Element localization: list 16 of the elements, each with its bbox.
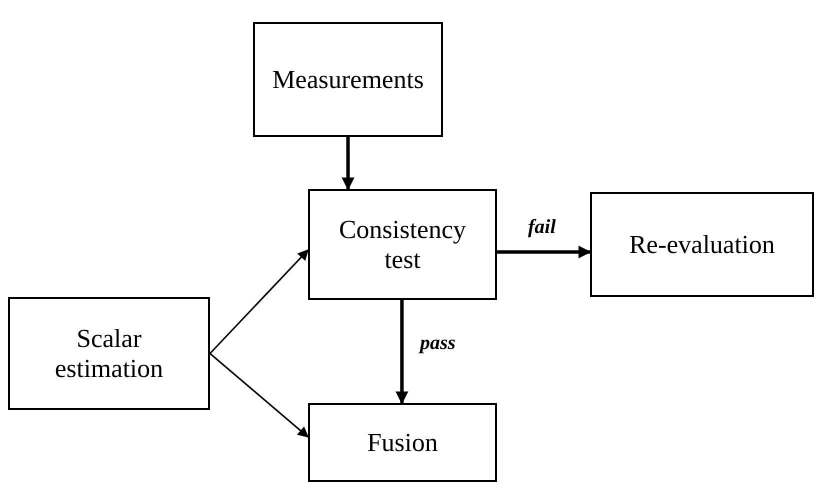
arrow — [209, 352, 309, 438]
box-label: Re-evaluation — [629, 230, 775, 260]
edge-label: fail — [526, 216, 558, 238]
process-box — [308, 189, 497, 300]
arrow — [209, 249, 309, 354]
box-label: Scalar estimation — [54, 324, 164, 384]
box-label: Fusion — [367, 428, 438, 458]
process-box — [308, 403, 497, 482]
process-box — [590, 192, 814, 297]
process-box — [253, 22, 443, 137]
arrow — [395, 300, 408, 404]
arrow — [342, 137, 355, 190]
process-box — [8, 297, 210, 410]
arrow — [497, 245, 592, 258]
box-label: Consistency test — [338, 214, 468, 274]
box-label: Measurements — [272, 64, 424, 94]
